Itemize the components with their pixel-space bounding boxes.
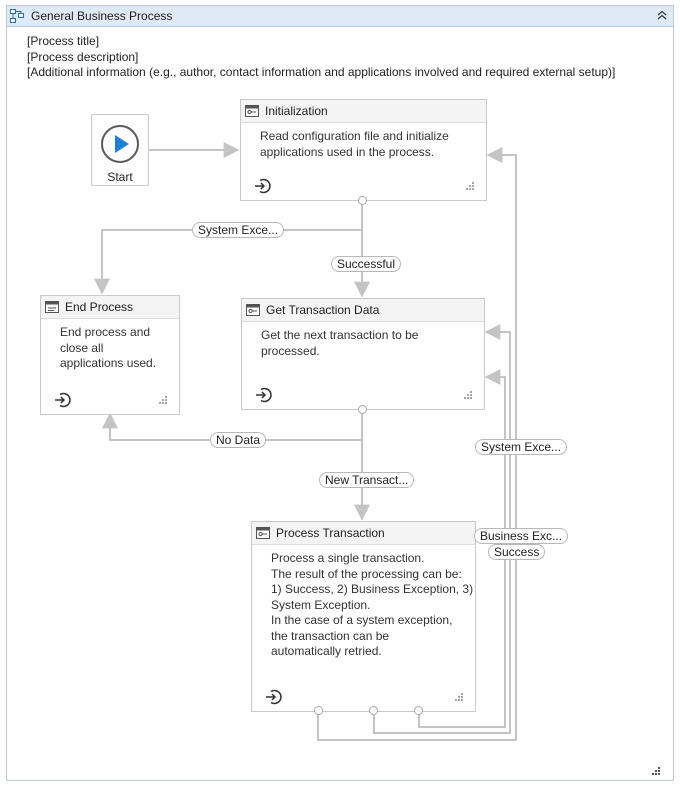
state-header: Process Transaction — [252, 522, 475, 545]
transition-label-success[interactable]: Success — [488, 544, 546, 560]
description-line: Read configuration file and initialize — [260, 129, 449, 143]
resize-grip-icon[interactable] — [650, 767, 660, 777]
process-title: General Business Process — [31, 9, 173, 23]
connection-handle[interactable] — [314, 706, 323, 715]
state-description: End process and close all applications u… — [60, 325, 156, 372]
description-line: 1) Success, 2) Business Exception, 3) — [271, 582, 474, 596]
resize-grip-icon[interactable] — [453, 693, 463, 703]
state-end-process[interactable]: End Process End process and close all ap… — [40, 295, 180, 415]
description-line: applications used. — [60, 356, 157, 370]
state-description: Get the next transaction to be processed… — [261, 328, 418, 359]
transition-label-proc-system-exception[interactable]: System Exce... — [475, 439, 568, 455]
description-line: System Exception. — [271, 597, 371, 612]
wire-proc-system-exception[interactable] — [317, 147, 517, 741]
entry-icon[interactable] — [54, 391, 72, 409]
description-line: Get the next transaction to be — [261, 328, 419, 342]
annotation-line: [Process title] — [27, 34, 100, 48]
description-line: Process a single transaction. — [271, 551, 425, 565]
description-line: The result of the processing can be: — [271, 566, 462, 581]
connection-handle[interactable] — [358, 405, 367, 414]
resize-grip-icon[interactable] — [462, 391, 472, 401]
play-icon — [101, 125, 139, 163]
entry-icon[interactable] — [254, 177, 272, 195]
state-title: Initialization — [265, 104, 328, 118]
annotation-line: [Additional information (e.g., author, c… — [27, 65, 616, 79]
wire-init-system-exception[interactable] — [94, 200, 363, 295]
transition-label-new-transaction[interactable]: New Transact... — [319, 472, 415, 488]
state-header: Get Transaction Data — [242, 299, 484, 322]
state-title: End Process — [65, 300, 134, 314]
description-line: processed. — [261, 343, 320, 358]
description-line: In the case of a system exception, — [271, 613, 453, 627]
connection-handle[interactable] — [414, 706, 423, 715]
state-process-transaction[interactable]: Process Transaction Process a single tra… — [251, 521, 476, 712]
state-initialization[interactable]: Initialization Read configuration file a… — [240, 99, 487, 201]
start-label: Start — [107, 170, 133, 184]
state-machine-icon — [10, 9, 24, 23]
state-title: Get Transaction Data — [266, 303, 380, 317]
state-icon — [245, 105, 259, 117]
entry-icon[interactable] — [265, 688, 283, 706]
process-annotation[interactable]: [Process title] [Process description] [A… — [27, 34, 615, 81]
state-description: Process a single transaction. The result… — [271, 551, 473, 660]
connection-handle[interactable] — [358, 196, 367, 205]
transition-label-no-data[interactable]: No Data — [210, 432, 267, 448]
state-get-transaction-data[interactable]: Get Transaction Data Get the next transa… — [241, 298, 485, 410]
wire-proc-business-exception[interactable] — [373, 324, 511, 734]
wire-proc-success[interactable] — [418, 369, 506, 728]
start-node[interactable]: Start — [91, 114, 149, 186]
description-line: End process and — [60, 325, 151, 339]
final-state-icon — [45, 301, 59, 313]
entry-icon[interactable] — [255, 386, 273, 404]
resize-grip-icon[interactable] — [157, 396, 167, 406]
collapse-icon[interactable] — [655, 8, 669, 22]
annotation-line: [Process description] — [27, 49, 139, 64]
transition-label-init-system-exception[interactable]: System Exce... — [192, 222, 285, 238]
transition-label-successful[interactable]: Successful — [331, 256, 402, 272]
connection-handle[interactable] — [369, 706, 378, 715]
state-title: Process Transaction — [276, 526, 385, 540]
state-header: Initialization — [241, 100, 486, 123]
description-line: applications used in the process. — [260, 144, 435, 159]
resize-grip-icon[interactable] — [464, 182, 474, 192]
title-bar: General Business Process — [7, 6, 673, 27]
description-line: automatically retried. — [271, 644, 382, 658]
state-description: Read configuration file and initialize a… — [260, 129, 449, 160]
state-icon — [256, 527, 270, 539]
transition-label-business-exception[interactable]: Business Exc... — [474, 528, 569, 544]
description-line: the transaction can be — [271, 628, 390, 643]
description-line: close all — [60, 340, 104, 355]
state-icon — [246, 304, 260, 316]
state-header: End Process — [41, 296, 179, 319]
